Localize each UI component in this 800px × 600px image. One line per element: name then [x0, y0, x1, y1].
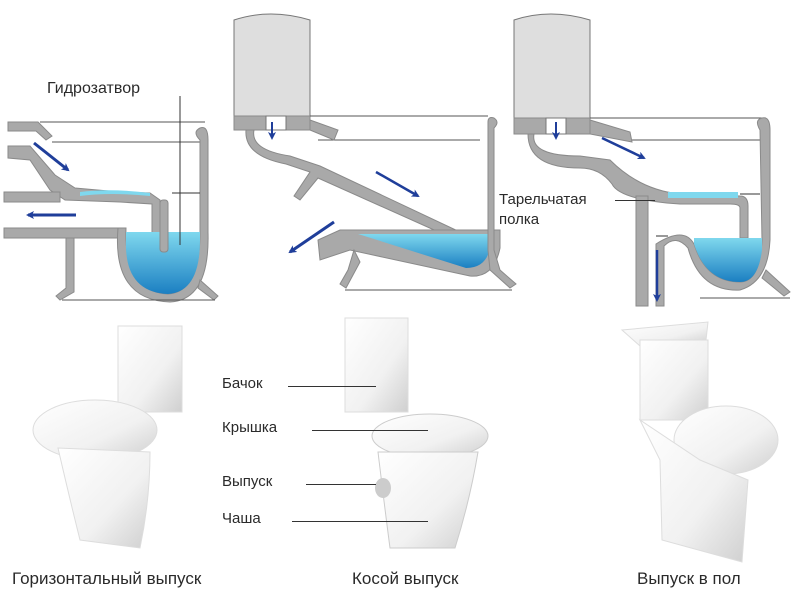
floor-outlet-cross-section — [513, 13, 791, 307]
bowl-label: Чаша — [222, 510, 261, 527]
horizontal-outlet-cross-section — [3, 96, 219, 303]
shelf-leader-line — [615, 200, 655, 201]
tank-label: Бачок — [222, 375, 263, 392]
bowl-leader-line — [292, 521, 428, 522]
water-seal-label: Гидрозатвор — [47, 80, 140, 97]
shelf-label-line2: полка — [499, 211, 540, 228]
tank-leader-line — [288, 386, 376, 387]
toilet-photo-horizontal — [32, 325, 183, 549]
shelf-label-line1: Тарельчатая — [499, 191, 587, 208]
caption-floor-outlet: Выпуск в пол — [637, 569, 741, 588]
toilet-photo-oblique — [344, 317, 489, 549]
caption-oblique-outlet: Косой выпуск — [352, 569, 459, 588]
outlet-leader-line — [306, 484, 376, 485]
oblique-outlet-cross-section — [233, 13, 517, 291]
outlet-label: Выпуск — [222, 473, 273, 490]
toilet-photo-floor — [620, 321, 779, 563]
lid-leader-line — [312, 430, 428, 431]
lid-label: Крышка — [222, 419, 278, 436]
caption-horizontal-outlet: Горизонтальный выпуск — [12, 569, 202, 588]
